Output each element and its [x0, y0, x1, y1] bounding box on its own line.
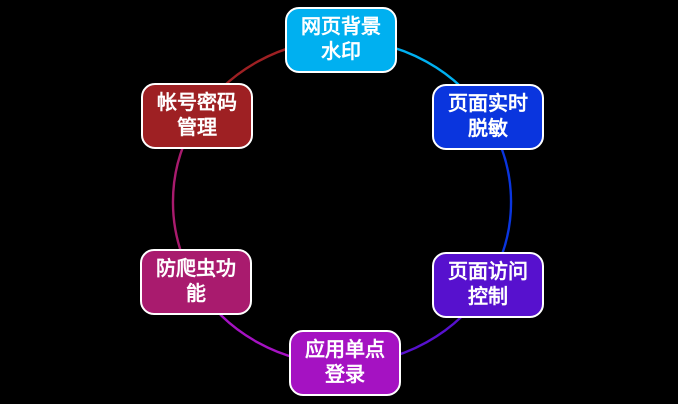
node-page-access-control[interactable]: 页面访问控制	[432, 252, 544, 318]
node-label: 页面访问控制	[448, 261, 528, 308]
node-account-password-mgmt[interactable]: 帐号密码管理	[141, 83, 253, 149]
node-label: 帐号密码管理	[157, 92, 237, 139]
node-app-single-sign-on[interactable]: 应用单点登录	[289, 330, 401, 396]
node-label: 应用单点登录	[305, 339, 385, 386]
node-web-background-watermark[interactable]: 网页背景水印	[285, 7, 397, 73]
node-anti-crawler-function[interactable]: 防爬虫功能	[140, 249, 252, 315]
node-realtime-page-masking[interactable]: 页面实时脱敏	[432, 84, 544, 150]
node-label: 防爬虫功能	[156, 258, 236, 305]
node-label: 网页背景水印	[301, 16, 381, 63]
node-label: 页面实时脱敏	[448, 93, 528, 140]
